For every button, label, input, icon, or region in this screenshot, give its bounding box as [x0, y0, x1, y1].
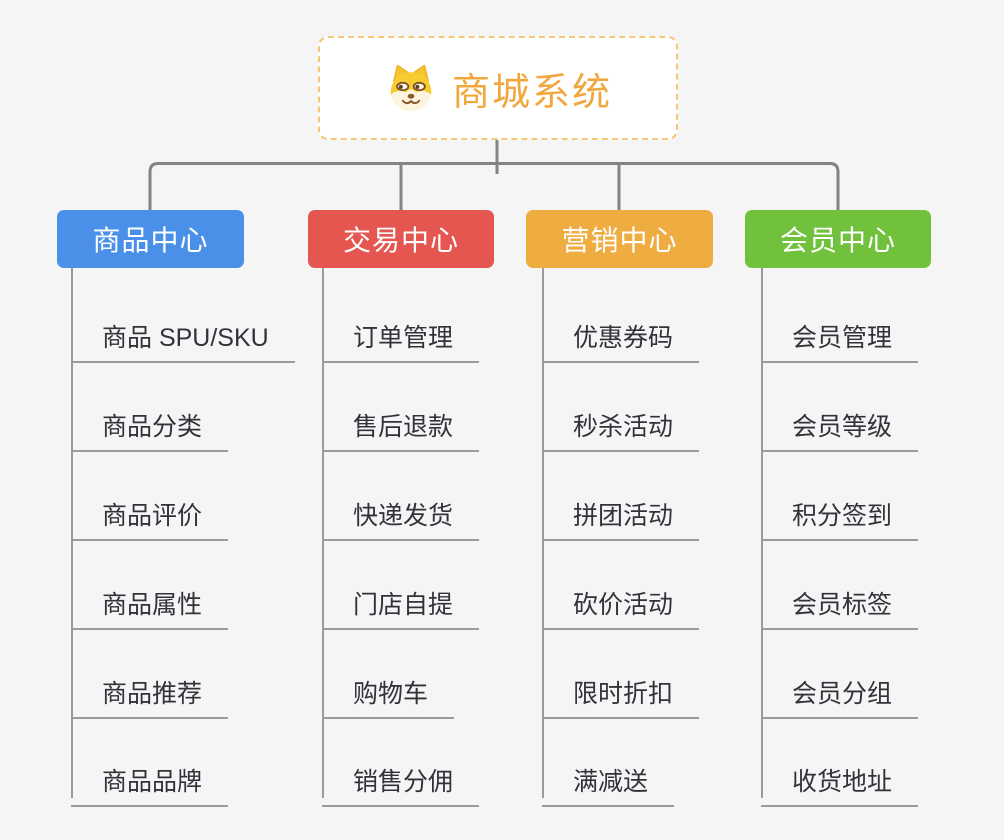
child-node[interactable]: 商品属性 — [71, 579, 229, 630]
branch-node-trade-center[interactable]: 交易中心 — [308, 210, 494, 268]
branch-label: 交易中心 — [342, 225, 459, 256]
child-node[interactable]: 快递发货 — [322, 490, 480, 541]
branch-node-member-center[interactable]: 会员中心 — [745, 210, 931, 268]
child-node[interactable]: 会员分组 — [761, 668, 919, 719]
branch-spine-marketing-center — [542, 268, 544, 798]
branch-spine-member-center — [761, 268, 763, 798]
child-node[interactable]: 砍价活动 — [542, 579, 700, 630]
child-node[interactable]: 秒杀活动 — [542, 401, 700, 452]
child-node[interactable]: 商品推荐 — [71, 668, 229, 719]
child-node[interactable]: 满减送 — [542, 756, 675, 807]
child-node[interactable]: 会员管理 — [761, 312, 919, 363]
branch-node-product-center[interactable]: 商品中心 — [57, 210, 244, 268]
child-node[interactable]: 商品 SPU/SKU — [71, 312, 295, 363]
root-node-title: 商城系统 — [451, 71, 612, 114]
child-node[interactable]: 会员等级 — [761, 401, 919, 452]
branch-label: 商品中心 — [92, 225, 209, 256]
child-node[interactable]: 销售分佣 — [322, 756, 480, 807]
child-node[interactable]: 商品评价 — [71, 490, 229, 541]
root-node[interactable]: 商城系统 — [318, 36, 678, 140]
child-node[interactable]: 拼团活动 — [542, 490, 700, 541]
child-node[interactable]: 积分签到 — [761, 490, 919, 541]
branch-label: 会员中心 — [779, 225, 896, 256]
branch-spine-trade-center — [322, 268, 324, 798]
child-node[interactable]: 商品分类 — [71, 401, 229, 452]
branch-label: 营销中心 — [561, 225, 678, 256]
child-node[interactable]: 限时折扣 — [542, 668, 700, 719]
child-node[interactable]: 优惠券码 — [542, 312, 700, 363]
child-node[interactable]: 会员标签 — [761, 579, 919, 630]
child-node[interactable]: 订单管理 — [322, 312, 480, 363]
child-node[interactable]: 售后退款 — [322, 401, 480, 452]
child-node[interactable]: 收货地址 — [761, 756, 919, 807]
branch-spine-product-center — [71, 268, 73, 798]
child-node[interactable]: 门店自提 — [322, 579, 480, 630]
doge-face-icon — [390, 64, 432, 112]
child-node[interactable]: 商品品牌 — [71, 756, 229, 807]
child-node[interactable]: 购物车 — [322, 668, 455, 719]
branch-node-marketing-center[interactable]: 营销中心 — [526, 210, 713, 268]
